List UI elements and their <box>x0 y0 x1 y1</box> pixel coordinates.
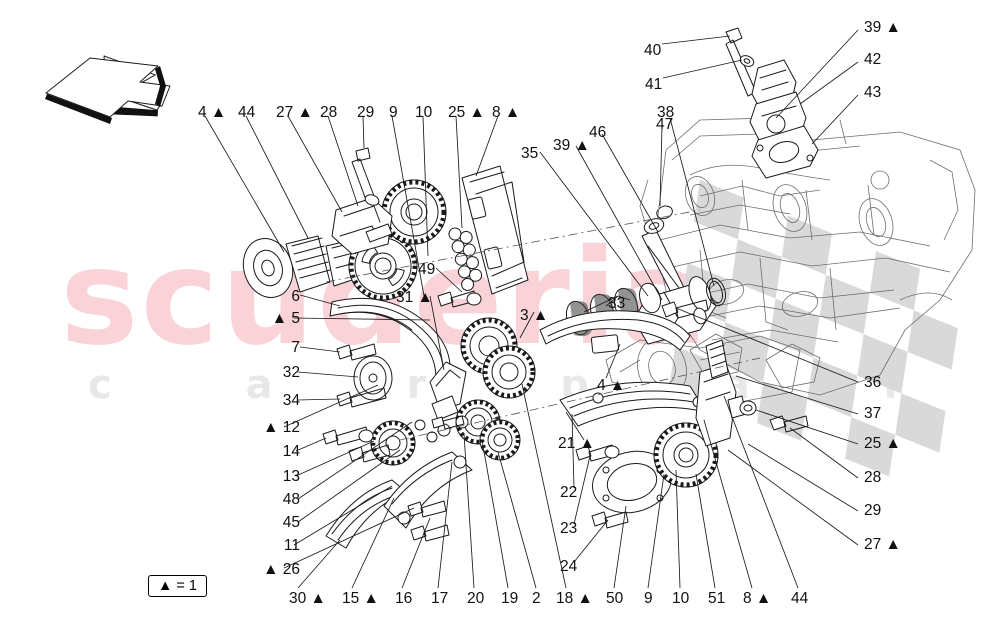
callout-44-top: 44 <box>238 104 256 121</box>
callout-12: ▲ 12 <box>263 419 300 436</box>
sprocket-51 <box>653 422 719 488</box>
callout-36: 36 <box>864 374 882 391</box>
callout-50: 50 <box>606 590 624 607</box>
bolt-7 <box>336 343 377 361</box>
bolt-26 <box>407 500 447 518</box>
callout-9-top: 9 <box>389 104 398 121</box>
bolt-49 <box>437 290 482 308</box>
callout-41: 41 <box>645 76 663 93</box>
callout-4-top: 4 ▲ <box>198 104 227 121</box>
callout-29-top: 29 <box>357 104 375 121</box>
callout-26: ▲ 26 <box>263 561 300 578</box>
callout-27-right: 27 ▲ <box>864 536 901 553</box>
leader-lines <box>204 29 859 589</box>
bolt-29 <box>351 147 380 206</box>
callout-16: 16 <box>395 590 413 607</box>
callout-38: 38 <box>657 104 675 121</box>
callout-39-right: 39 ▲ <box>864 19 901 36</box>
callout-51: 51 <box>708 590 726 607</box>
callout-27-top: 27 ▲ <box>276 104 313 121</box>
callout-42: 42 <box>864 51 882 68</box>
callout-25-top: 25 ▲ <box>448 104 485 121</box>
callout-15: 15 ▲ <box>342 590 379 607</box>
callout-43: 43 <box>864 84 882 101</box>
callout-14: 14 <box>282 443 300 460</box>
callout-8-top: 8 ▲ <box>492 104 521 121</box>
callout-28-top: 28 <box>320 104 338 121</box>
callout-30: 30 ▲ <box>289 590 326 607</box>
bolt-23 <box>575 444 620 462</box>
callout-2: 2 <box>532 590 541 607</box>
callout-39-mid: 39 ▲ <box>553 137 590 154</box>
chain-guide-rail-4 <box>559 381 707 427</box>
hydraulic-tensioner-37 <box>695 339 747 447</box>
callout-11: 11 <box>283 537 300 554</box>
bolt-cluster-left-mid <box>414 415 465 443</box>
central-sprocket-cluster <box>455 317 536 461</box>
callout-6: 6 <box>291 288 300 305</box>
orientation-arrow <box>45 55 171 124</box>
callout-23: 23 <box>560 520 578 537</box>
callout-25-right: 25 ▲ <box>864 435 901 452</box>
bolt-14 <box>322 426 374 446</box>
pulley-32 <box>353 355 393 401</box>
callout-4-center: 4 ▲ <box>597 377 626 394</box>
callout-7: 7 <box>291 339 300 356</box>
oil-pump-gear-13 <box>370 420 416 466</box>
callout-46: 46 <box>589 124 607 141</box>
lock-lever-31 <box>429 361 469 437</box>
callout-28-right: 28 <box>864 469 882 486</box>
callout-24: 24 <box>560 558 578 575</box>
callout-18: 18 ▲ <box>556 590 593 607</box>
callout-10-top: 10 <box>415 104 433 121</box>
callout-32: 32 <box>282 364 300 381</box>
callout-22: 22 <box>560 484 578 501</box>
callout-9-bottom: 9 <box>644 590 653 607</box>
bolt-34 <box>336 387 387 408</box>
callout-13: 13 <box>282 468 300 485</box>
chain-guide-3 <box>539 310 691 354</box>
callout-40: 40 <box>644 42 662 59</box>
callout-8-bottom: 8 ▲ <box>743 590 772 607</box>
callout-17: 17 <box>431 590 449 607</box>
callout-35: 35 <box>521 145 539 162</box>
flange-ring-50 <box>592 450 672 514</box>
guide-plate-45 <box>383 451 473 529</box>
callout-34: 34 <box>282 392 300 409</box>
callout-44-bottom: 44 <box>791 590 809 607</box>
callout-37: 37 <box>864 405 882 422</box>
callout-3: 3 ▲ <box>520 307 549 324</box>
callout-21: 21 ▲ <box>558 435 595 452</box>
callout-19: 19 <box>501 590 519 607</box>
chain-guide-rail-8 <box>461 165 529 295</box>
callout-20: 20 <box>467 590 485 607</box>
callout-45: 45 <box>282 514 300 531</box>
callout-31: 31 ▲ <box>396 289 433 306</box>
callout-48: 48 <box>282 491 300 508</box>
bolt-24 <box>591 511 629 529</box>
callout-49: 49 <box>418 261 436 278</box>
bolt-25-right <box>739 400 809 433</box>
callout-29-right: 29 <box>864 502 882 519</box>
callout-33: 33 <box>608 295 626 312</box>
callout-10-bottom: 10 <box>672 590 690 607</box>
callout-5: ▲ 5 <box>271 310 300 327</box>
legend-box: ▲ = 1 <box>148 575 207 597</box>
center-axis-lines <box>325 209 761 441</box>
callout-47: 47 <box>656 116 674 133</box>
cam-phaser-assembly <box>725 27 819 179</box>
chain-guide-6 <box>329 297 451 379</box>
